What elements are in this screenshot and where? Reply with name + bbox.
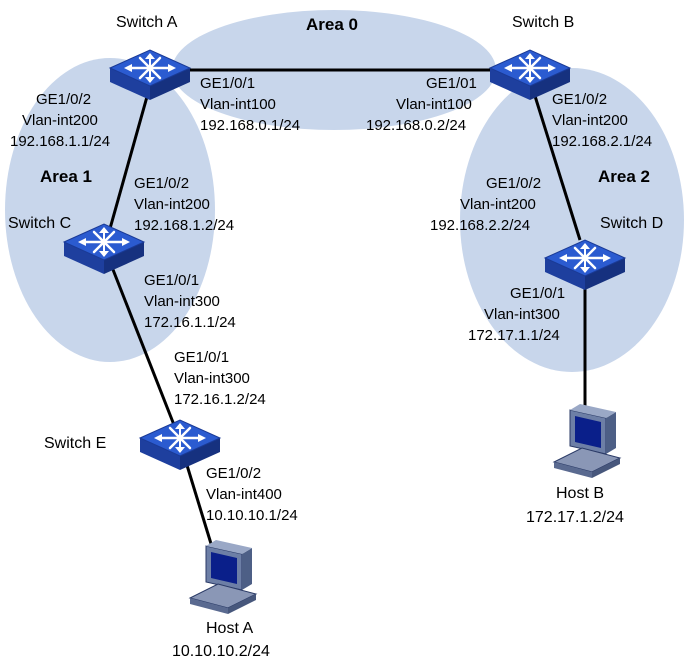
svg-text:Vlan-int400: Vlan-int400 xyxy=(206,486,282,503)
svg-text:GE1/0/2: GE1/0/2 xyxy=(36,91,91,108)
switch-e-label: Switch E xyxy=(44,435,106,452)
svg-text:Vlan-int200: Vlan-int200 xyxy=(22,112,98,129)
svg-text:Vlan-int300: Vlan-int300 xyxy=(484,306,560,323)
host-a-ip: 10.10.10.2/24 xyxy=(172,643,270,660)
svg-text:GE1/0/2: GE1/0/2 xyxy=(206,465,261,482)
svg-text:GE1/01: GE1/01 xyxy=(426,75,477,92)
area2-region xyxy=(460,68,684,372)
svg-text:Vlan-int200: Vlan-int200 xyxy=(460,196,536,213)
iface-a-ge1-0-2: GE1/0/2 Vlan-int200 192.168.1.1/24 xyxy=(10,91,110,150)
svg-text:172.16.1.2/24: 172.16.1.2/24 xyxy=(174,391,266,408)
iface-a-ge1-0-1: GE1/0/1 Vlan-int100 192.168.0.1/24 xyxy=(200,75,300,134)
host-a-label: Host A xyxy=(206,620,253,637)
svg-text:GE1/0/1: GE1/0/1 xyxy=(510,285,565,302)
svg-text:192.168.1.1/24: 192.168.1.1/24 xyxy=(10,133,110,150)
host-b-ip: 172.17.1.2/24 xyxy=(526,509,624,526)
iface-d-ge1-0-2: GE1/0/2 Vlan-int200 192.168.2.2/24 xyxy=(430,175,541,234)
link-c-e xyxy=(108,261,178,431)
svg-text:172.17.1.1/24: 172.17.1.1/24 xyxy=(468,327,560,344)
switch-d-label: Switch D xyxy=(600,215,663,232)
svg-text:Vlan-int300: Vlan-int300 xyxy=(144,293,220,310)
svg-text:Vlan-int100: Vlan-int100 xyxy=(396,96,472,113)
iface-b-ge1-01: GE1/01 Vlan-int100 192.168.0.2/24 xyxy=(366,75,477,134)
svg-text:GE1/0/2: GE1/0/2 xyxy=(552,91,607,108)
host-a[interactable] xyxy=(189,539,257,615)
svg-text:192.168.2.2/24: 192.168.2.2/24 xyxy=(430,217,530,234)
area1-label: Area 1 xyxy=(40,167,92,186)
svg-text:GE1/0/2: GE1/0/2 xyxy=(486,175,541,192)
host-b-label: Host B xyxy=(556,485,604,502)
iface-b-ge1-0-2: GE1/0/2 Vlan-int200 192.168.2.1/24 xyxy=(552,91,652,150)
svg-text:Vlan-int200: Vlan-int200 xyxy=(552,112,628,129)
iface-c-ge1-0-1: GE1/0/1 Vlan-int300 172.16.1.1/24 xyxy=(144,272,236,331)
iface-c-ge1-0-2: GE1/0/2 Vlan-int200 192.168.1.2/24 xyxy=(134,175,234,234)
switch-c-label: Switch C xyxy=(8,215,71,232)
svg-text:192.168.1.2/24: 192.168.1.2/24 xyxy=(134,217,234,234)
link-a-c xyxy=(102,85,152,251)
area1-region xyxy=(5,58,215,362)
link-b-d xyxy=(528,79,582,241)
svg-text:192.168.0.2/24: 192.168.0.2/24 xyxy=(366,117,466,134)
svg-text:Vlan-int300: Vlan-int300 xyxy=(174,370,250,387)
switch-a-label: Switch A xyxy=(116,14,178,31)
svg-text:Vlan-int200: Vlan-int200 xyxy=(134,196,210,213)
iface-e-ge1-0-2: GE1/0/2 Vlan-int400 10.10.10.1/24 xyxy=(206,465,298,524)
svg-text:GE1/0/1: GE1/0/1 xyxy=(144,272,199,289)
area0-label: Area 0 xyxy=(306,15,358,34)
switch-b-label: Switch B xyxy=(512,14,574,31)
svg-text:Vlan-int100: Vlan-int100 xyxy=(200,96,276,113)
svg-text:GE1/0/1: GE1/0/1 xyxy=(200,75,255,92)
switch-e[interactable] xyxy=(138,418,222,472)
svg-text:GE1/0/1: GE1/0/1 xyxy=(174,349,229,366)
iface-e-ge1-0-1: GE1/0/1 Vlan-int300 172.16.1.2/24 xyxy=(174,349,266,408)
svg-text:192.168.2.1/24: 192.168.2.1/24 xyxy=(552,133,652,150)
area2-label: Area 2 xyxy=(598,167,650,186)
svg-text:192.168.0.1/24: 192.168.0.1/24 xyxy=(200,117,300,134)
host-b[interactable] xyxy=(553,403,621,479)
svg-text:172.16.1.1/24: 172.16.1.1/24 xyxy=(144,314,236,331)
iface-d-ge1-0-1: GE1/0/1 Vlan-int300 172.17.1.1/24 xyxy=(468,285,565,344)
svg-text:GE1/0/2: GE1/0/2 xyxy=(134,175,189,192)
svg-text:10.10.10.1/24: 10.10.10.1/24 xyxy=(206,507,298,524)
